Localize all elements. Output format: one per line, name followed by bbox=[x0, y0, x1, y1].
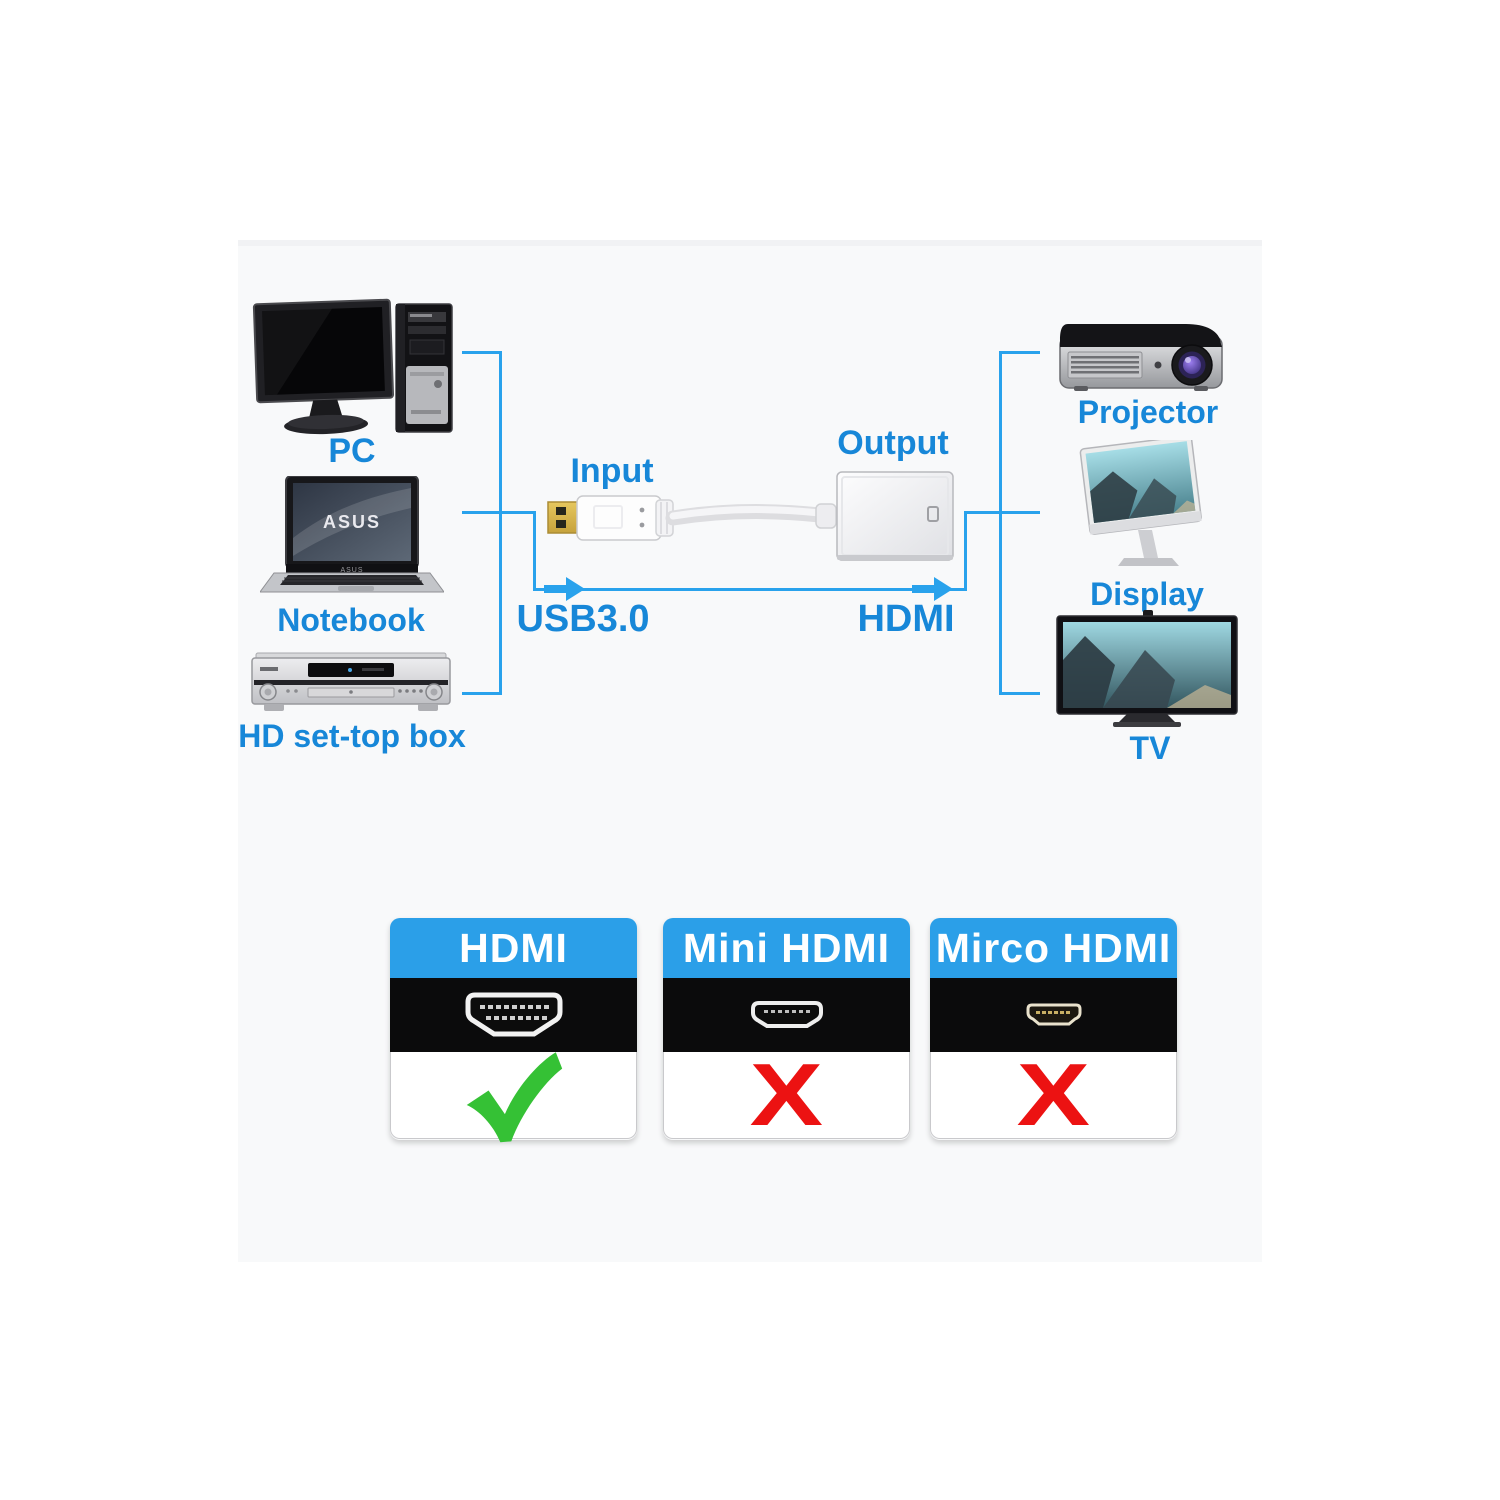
cross-mark: X bbox=[749, 1045, 824, 1144]
notebook-label: Notebook bbox=[277, 602, 425, 638]
connection-line bbox=[533, 588, 967, 591]
panel-port-area bbox=[930, 978, 1177, 1052]
notebook-icon: ASUS ASUS bbox=[260, 476, 444, 593]
hdmi-direction-arrow-icon bbox=[912, 577, 953, 601]
notebook-screen-logo: ASUS bbox=[323, 512, 381, 532]
cross-mark: X bbox=[1016, 1045, 1091, 1144]
connection-line bbox=[462, 351, 502, 354]
mini-hdmi-port-icon bbox=[750, 1001, 823, 1028]
hdmi-port-icon bbox=[465, 992, 562, 1037]
connection-line bbox=[533, 511, 536, 591]
tv-icon bbox=[1056, 610, 1238, 727]
hdmi-adapter-box bbox=[836, 471, 954, 561]
projector-label: Projector bbox=[1077, 394, 1219, 430]
connection-line bbox=[462, 511, 536, 514]
connection-line bbox=[999, 351, 1002, 695]
projector-icon bbox=[1059, 324, 1223, 391]
usb-to-hdmi-adapter-image bbox=[547, 471, 954, 561]
hdmi-connector-label: HDMI bbox=[857, 598, 955, 640]
panel-title-hdmi: HDMI bbox=[390, 918, 637, 978]
output-label: Output bbox=[837, 424, 949, 462]
notebook-bezel-logo: ASUS bbox=[340, 567, 363, 574]
panel-result-area: X bbox=[663, 1045, 910, 1144]
connection-line bbox=[462, 692, 502, 695]
settop-box-label: HD set-top box bbox=[238, 718, 466, 754]
connection-line bbox=[964, 511, 967, 591]
connection-line bbox=[964, 511, 1040, 514]
display-icon bbox=[1079, 440, 1202, 566]
usb-direction-arrow-icon bbox=[544, 577, 585, 601]
canvas-top-strip bbox=[238, 240, 1262, 246]
panel-port-area bbox=[390, 978, 637, 1052]
panel-port-area bbox=[663, 978, 910, 1052]
compat-panel-micro-hdmi: Mirco HDMI X bbox=[930, 918, 1177, 1140]
connection-line bbox=[999, 692, 1040, 695]
pc-label: PC bbox=[328, 432, 376, 470]
compat-panel-hdmi: HDMI bbox=[390, 918, 637, 1143]
connection-line bbox=[499, 351, 502, 695]
settop-box-icon bbox=[251, 652, 451, 711]
panel-result-area bbox=[390, 1052, 637, 1143]
panel-title-mini-hdmi: Mini HDMI bbox=[663, 918, 910, 978]
input-label: Input bbox=[570, 452, 654, 490]
panel-title-micro-hdmi: Mirco HDMI bbox=[930, 918, 1177, 978]
check-icon bbox=[466, 1052, 562, 1143]
micro-hdmi-port-icon bbox=[1026, 1003, 1081, 1026]
connection-line bbox=[999, 351, 1040, 354]
usb3-connector-label: USB3.0 bbox=[516, 598, 650, 640]
compat-panel-mini-hdmi: Mini HDMI X bbox=[663, 918, 910, 1140]
usb-plug-icon bbox=[547, 501, 579, 534]
panel-result-area: X bbox=[930, 1045, 1177, 1144]
tv-label: TV bbox=[1129, 730, 1171, 766]
pc-icon bbox=[252, 298, 453, 435]
display-label: Display bbox=[1090, 576, 1204, 612]
